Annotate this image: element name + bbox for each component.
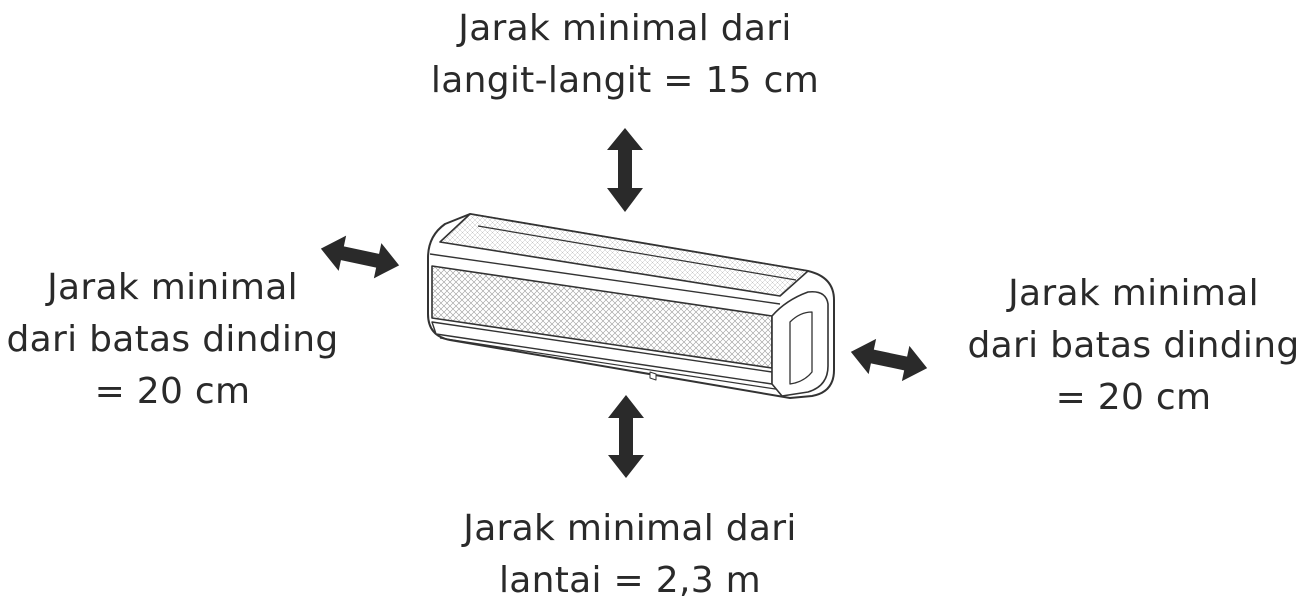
air-conditioner-unit-icon [427,213,835,399]
label-ceiling-line1: Jarak minimal dari [458,8,792,49]
arrow-up-down-bottom-icon [608,395,644,478]
arrow-left-right-right-icon [850,338,928,382]
label-right-wall-line2: dari batas dinding [967,325,1300,366]
label-floor-distance: Jarak minimal dari lantai = 2,3 m [430,503,830,607]
label-right-wall-distance: Jarak minimal dari batas dinding = 20 cm [962,268,1305,424]
label-right-wall-line3: = 20 cm [1055,377,1212,418]
label-floor-line1: Jarak minimal dari [463,508,797,549]
label-left-wall-line2: dari batas dinding [6,319,339,360]
label-left-wall-line1: Jarak minimal [47,267,298,308]
label-ceiling-line2: langit-langit = 15 cm [430,60,820,101]
label-ceiling-distance: Jarak minimal dari langit-langit = 15 cm [415,3,835,107]
arrow-left-right-left-icon [320,235,400,279]
label-left-wall-distance: Jarak minimal dari batas dinding = 20 cm [0,262,345,418]
label-right-wall-line1: Jarak minimal [1008,273,1259,314]
label-floor-line2: lantai = 2,3 m [498,560,762,601]
arrow-up-down-top-icon [607,128,643,212]
label-left-wall-line3: = 20 cm [94,371,251,412]
